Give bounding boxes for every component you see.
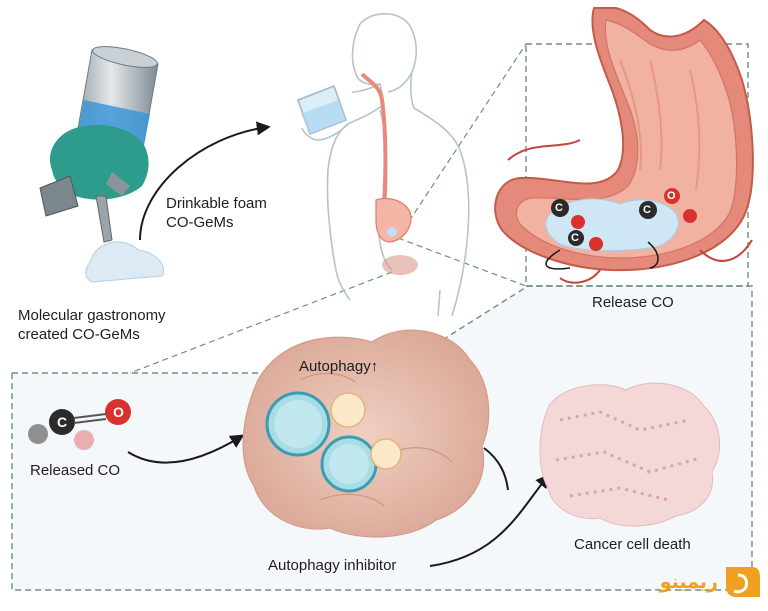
watermark-logo: ریمینو [652, 563, 764, 601]
oxygen-atom-label: O [113, 404, 124, 420]
inhibitor-arrow [429, 473, 550, 567]
stomach-carbon-label-3: C [571, 232, 579, 244]
autophagy-up-label: Autophagy↑ [299, 358, 379, 375]
co-to-cell-arrow [127, 434, 245, 464]
cancer-cell-death-label: Cancer cell death [574, 536, 691, 553]
drink-arrow [139, 121, 271, 241]
molecular-gastronomy-label: Molecular gastronomy created CO-GeMs [18, 306, 166, 344]
stomach-carbon-label-1: C [555, 202, 563, 214]
molecular-gastronomy-line2: created CO-GeMs [18, 326, 140, 343]
drinkable-foam-line2: CO-GeMs [166, 214, 234, 231]
autophagosomes [265, 391, 402, 493]
molecular-gastronomy-line1: Molecular gastronomy [18, 307, 166, 324]
stomach-co-molecules [551, 188, 697, 251]
autophagy-inhibitor-label: Autophagy inhibitor [268, 557, 397, 574]
whipping-siphon-illustration [39, 46, 164, 283]
stomach-carbon-label-2: C [643, 204, 651, 216]
drinking-glass [297, 85, 347, 135]
release-co-label: Release CO [592, 294, 674, 311]
released-co-label: Released CO [30, 462, 121, 479]
tumor-cell-cluster [242, 329, 490, 538]
drinkable-foam-label: Drinkable foam CO-GeMs [166, 194, 267, 232]
stomach-illustration [494, 7, 754, 284]
released-co-molecule [28, 399, 131, 450]
drinkable-foam-line1: Drinkable foam [166, 195, 267, 212]
cell-to-death-arrow [483, 447, 509, 491]
dead-cancer-cell [539, 382, 721, 527]
esophagus [360, 72, 418, 275]
watermark-icon [726, 567, 760, 597]
watermark-text: ریمینو [659, 571, 718, 593]
stomach-oxygen-label: O [667, 190, 676, 202]
carbon-atom-label: C [57, 414, 68, 430]
